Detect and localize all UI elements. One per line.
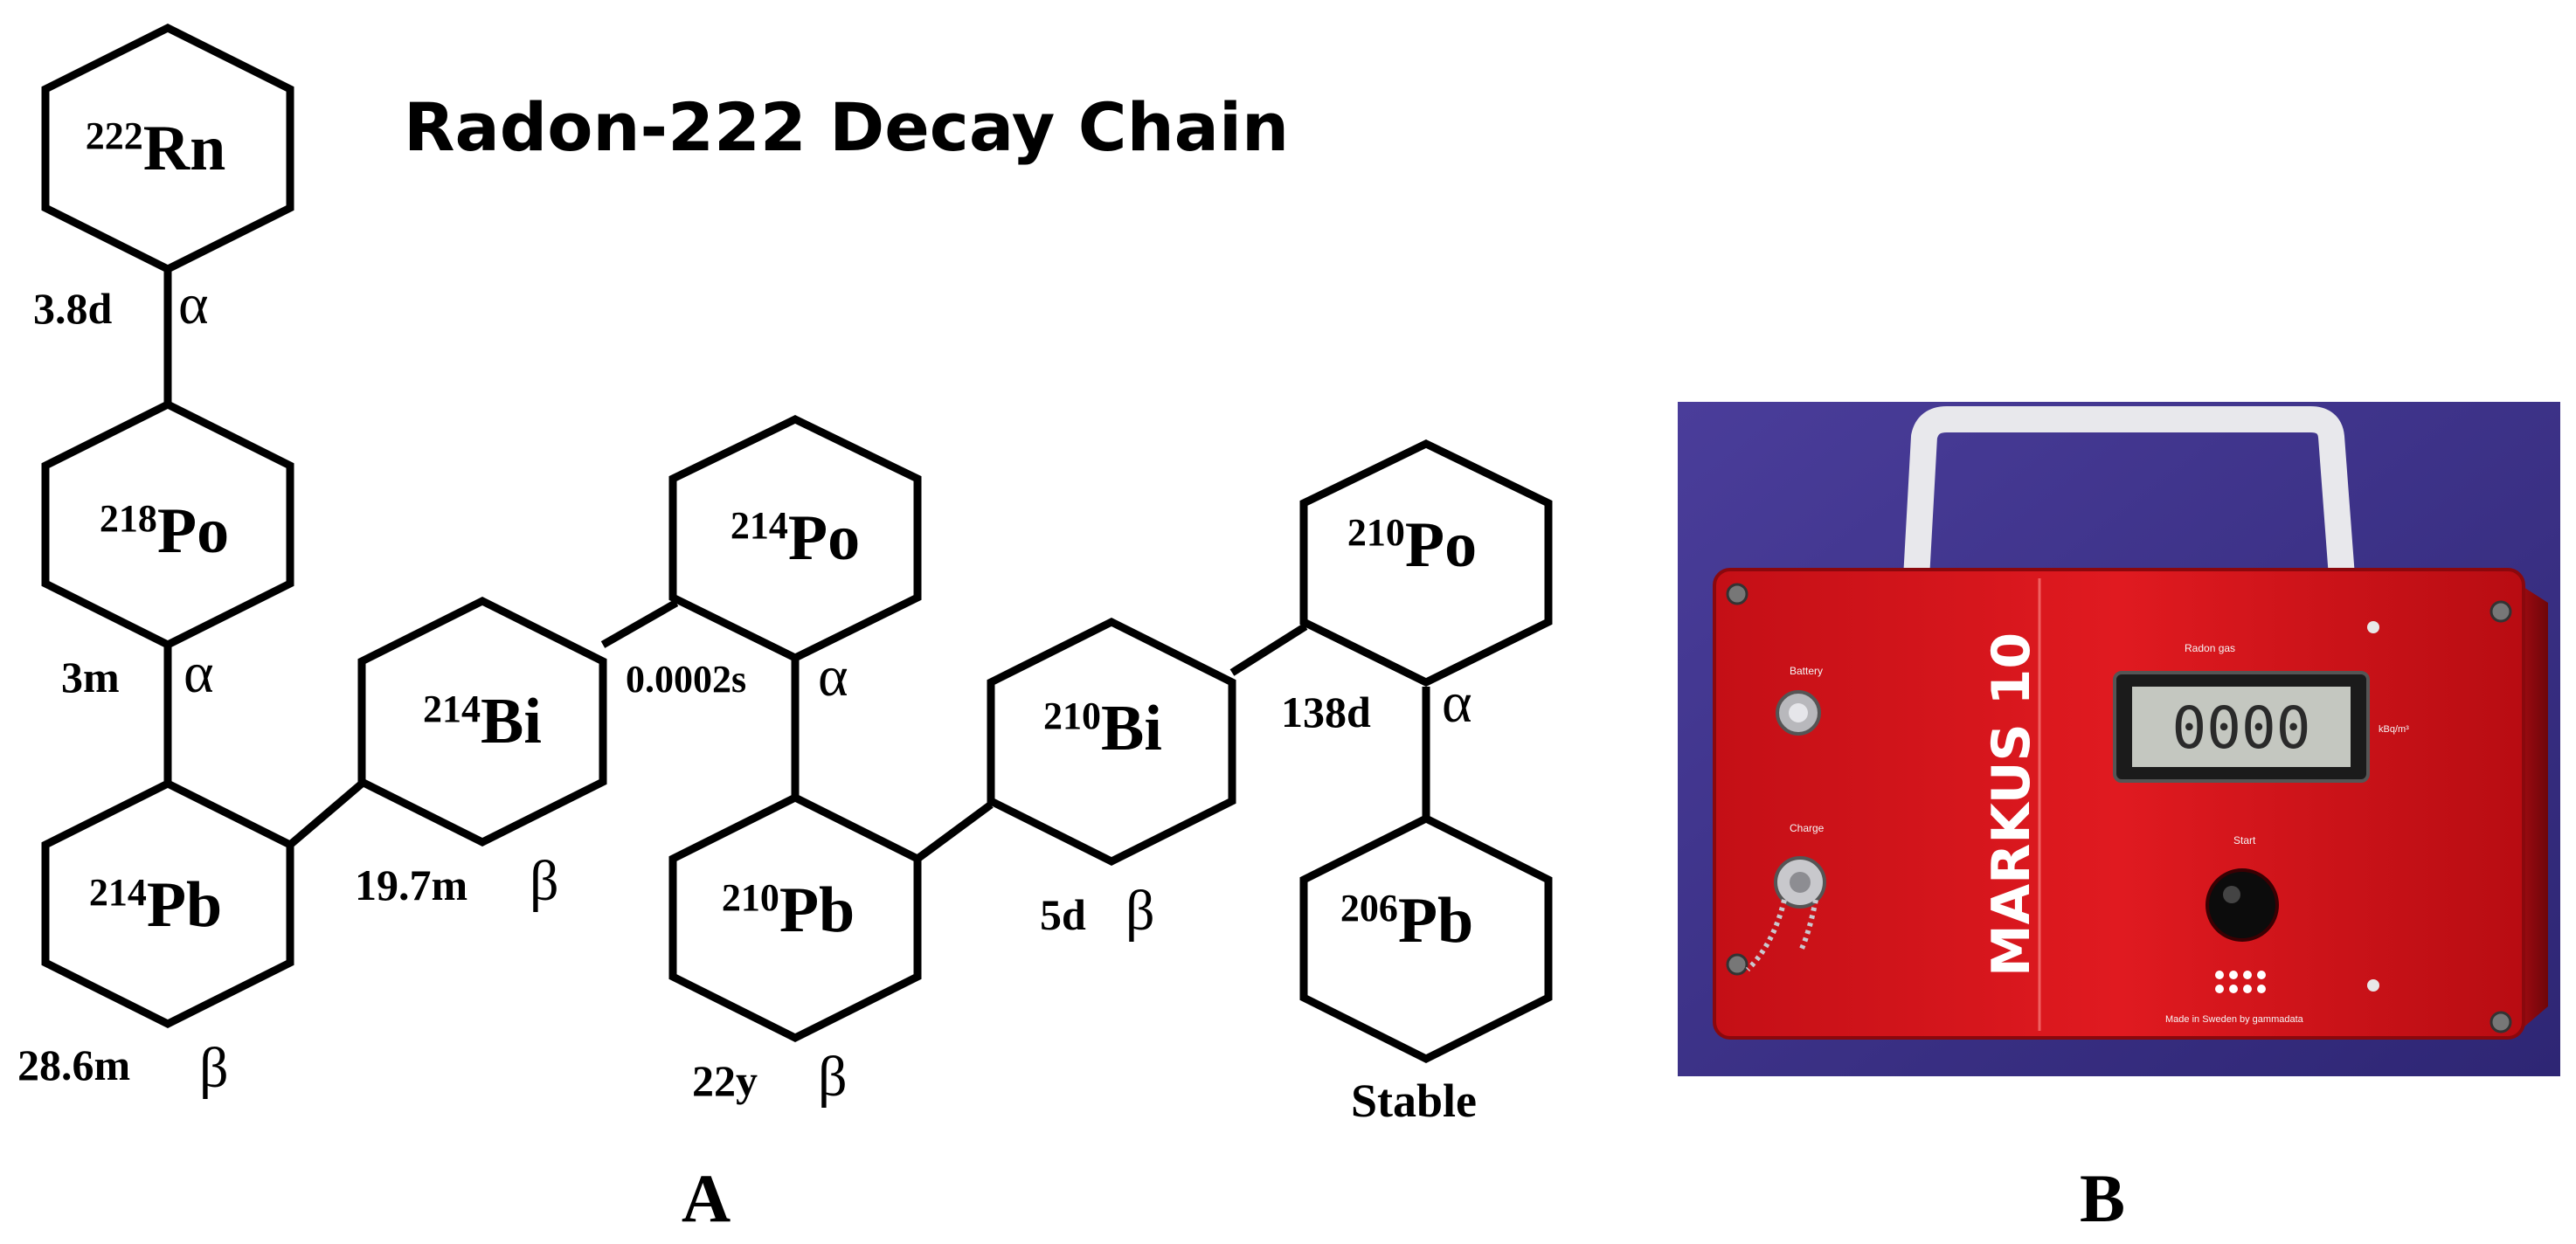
stable-label: Stable [1351, 1075, 1477, 1127]
nuclide-label-pb210: 210Pb [722, 874, 855, 946]
lcd-screen [2132, 687, 2351, 767]
unit-label: kBq/m³ [2379, 724, 2409, 735]
decay-mode-alpha: α [184, 641, 214, 705]
nuclide-label-bi210: 210Bi [1043, 693, 1162, 764]
start-button [2206, 868, 2279, 942]
half-life-label: 5d [1040, 890, 1086, 939]
screw-icon [1726, 953, 1748, 976]
chain-connectors [163, 269, 1430, 862]
decay-mode-alpha: α [1442, 671, 1472, 735]
diagram-title: Radon-222 Decay Chain [404, 88, 1289, 166]
status-led-icon [2367, 979, 2379, 992]
screw-icon [2489, 1011, 2512, 1033]
nuclide-label-bi214: 214Bi [423, 686, 542, 757]
decay-mode-beta: β [199, 1036, 229, 1100]
half-life-label: 28.6m [17, 1040, 130, 1089]
hexagon-pb210 [668, 792, 922, 1043]
status-led-icon [2367, 621, 2379, 633]
nuclide-label-po218: 218Po [100, 495, 229, 567]
connector-pb214-bi214 [287, 780, 364, 848]
nuclide-label-po214: 214Po [731, 502, 860, 574]
nuclide-label-po210: 210Po [1347, 509, 1477, 581]
radon-gas-label: Radon gas [2185, 642, 2235, 654]
decay-mode-beta: β [1125, 879, 1155, 943]
half-life-label: 22y [692, 1056, 758, 1105]
lcd-readout: 0000 [2172, 695, 2311, 762]
maker-logo-icon [2215, 971, 2266, 993]
case-front [1713, 568, 2525, 1040]
hexagon-po218 [41, 399, 294, 650]
battery-label: Battery [1790, 665, 1823, 677]
connector-pb210-bi210 [915, 801, 994, 862]
hexagon-po214 [668, 414, 922, 663]
screw-icon [2489, 600, 2512, 623]
half-life-label: 3.8d [33, 284, 113, 333]
charge-label: Charge [1790, 822, 1825, 834]
start-label: Start [2233, 834, 2256, 847]
hexagon-bi210 [987, 617, 1236, 867]
nuclide-label-pb214: 214Pb [89, 869, 222, 941]
panel-label-b: B [2080, 1160, 2125, 1236]
screw-icon [1726, 583, 1748, 605]
case-side [2524, 587, 2548, 1027]
decay-mode-alpha: α [818, 645, 848, 708]
hexagon-rn222 [41, 23, 294, 274]
battery-indicator-lens [1789, 703, 1808, 722]
bead-chain [1745, 899, 1818, 972]
hexagon-bi214 [357, 596, 607, 847]
charge-port-socket [1790, 872, 1811, 893]
hexagon-pb206 [1299, 813, 1553, 1064]
carry-handle [1902, 406, 2355, 595]
hexagon-pb214 [41, 778, 294, 1029]
maker-label: Made in Sweden by gammadata [2165, 1014, 2304, 1025]
half-life-label: 0.0002s [626, 658, 746, 701]
radon-detector-photo: Battery Charge MARKUS 10 Radon gas 0000 … [1678, 402, 2560, 1076]
device-brand: MARKUS 10 [1981, 632, 2042, 977]
hexagon-po210 [1299, 439, 1553, 688]
half-life-label: 19.7m [355, 860, 467, 909]
half-life-label: 138d [1281, 688, 1371, 736]
nuclide-label-rn222: 222Rn [86, 113, 226, 184]
panel-label-a: A [682, 1160, 731, 1236]
decay-mode-beta: β [818, 1045, 848, 1109]
decay-mode-alpha: α [178, 273, 209, 336]
decay-mode-beta: β [530, 849, 559, 913]
nuclide-label-pb206: 206Pb [1340, 885, 1473, 957]
half-life-label: 3m [61, 653, 120, 701]
connector-bi210-po210 [1229, 623, 1308, 676]
connector-bi214-po214 [600, 599, 679, 648]
start-button-highlight [2223, 886, 2240, 903]
